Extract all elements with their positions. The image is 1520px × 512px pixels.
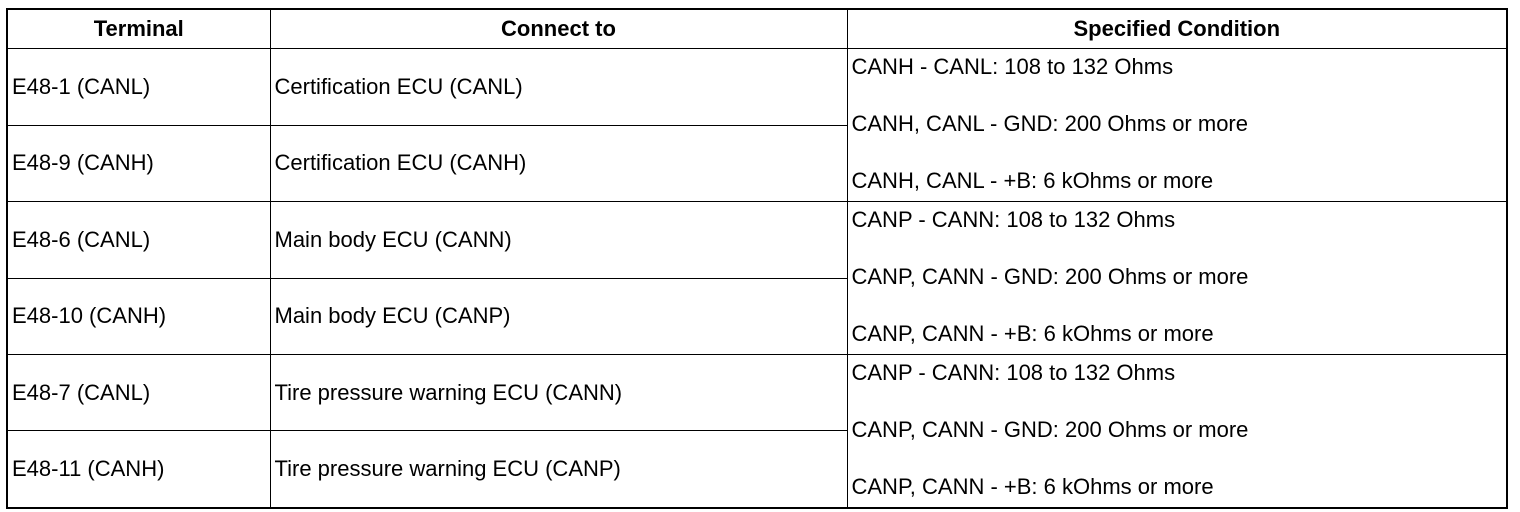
terminal-cell: E48-1 (CANL) (6, 48, 271, 126)
condition-line: CANP, CANN - +B: 6 kOhms or more (851, 321, 1214, 346)
header-connect-to: Connect to (269, 8, 848, 49)
condition-cell: CANP - CANN: 108 to 132 Ohms CANP, CANN … (846, 354, 1508, 509)
connect-to-cell: Certification ECU (CANH) (269, 124, 848, 202)
table-row: E48-6 (CANL) Main body ECU (CANN) CANP -… (6, 201, 1508, 355)
header-row: Terminal Connect to Specified Condition (6, 8, 1508, 49)
condition-line: CANP, CANN - GND: 200 Ohms or more (851, 264, 1249, 289)
terminal-cell: E48-7 (CANL) (6, 353, 271, 432)
terminal-cell: E48-9 (CANH) (6, 124, 271, 202)
header-specified-condition: Specified Condition (846, 8, 1508, 49)
condition-line: CANP - CANN: 108 to 132 Ohms (851, 207, 1176, 232)
condition-line: CANP - CANN: 108 to 132 Ohms (851, 360, 1176, 385)
table-row: E48-11 (CANH) Tire pressure warning ECU … (6, 430, 1507, 509)
table-row: E48-1 (CANL) Certification ECU (CANL) CA… (6, 48, 1508, 202)
spec-table-container: Terminal Connect to Specified Condition … (6, 8, 1508, 509)
table-row: E48-7 (CANL) Tire pressure warning ECU (… (6, 353, 1508, 509)
table-row: E48-9 (CANH) Certification ECU (CANH) (6, 124, 1507, 202)
terminal-cell: E48-6 (CANL) (6, 201, 271, 279)
condition-cell: CANH - CANL: 108 to 132 Ohms CANH, CANL … (846, 48, 1508, 202)
condition-line: CANH - CANL: 108 to 132 Ohms (851, 54, 1174, 79)
connect-to-cell: Tire pressure warning ECU (CANP) (269, 430, 848, 509)
condition-line: CANP, CANN - +B: 6 kOhms or more (851, 474, 1214, 499)
condition-cell: CANP - CANN: 108 to 132 Ohms CANP, CANN … (846, 201, 1508, 355)
connect-to-cell: Certification ECU (CANL) (269, 48, 848, 126)
connect-to-cell: Tire pressure warning ECU (CANN) (269, 353, 848, 432)
condition-line: CANP, CANN - GND: 200 Ohms or more (851, 417, 1249, 442)
header-terminal: Terminal (6, 8, 271, 49)
terminal-cell: E48-11 (CANH) (6, 430, 271, 509)
condition-line: CANH, CANL - +B: 6 kOhms or more (851, 168, 1214, 193)
condition-line: CANH, CANL - GND: 200 Ohms or more (851, 111, 1249, 136)
connect-to-cell: Main body ECU (CANN) (269, 201, 848, 279)
terminal-spec-table: Terminal Connect to Specified Condition … (6, 8, 1508, 509)
connect-to-cell: Main body ECU (CANP) (269, 277, 848, 355)
terminal-cell: E48-10 (CANH) (6, 277, 271, 355)
